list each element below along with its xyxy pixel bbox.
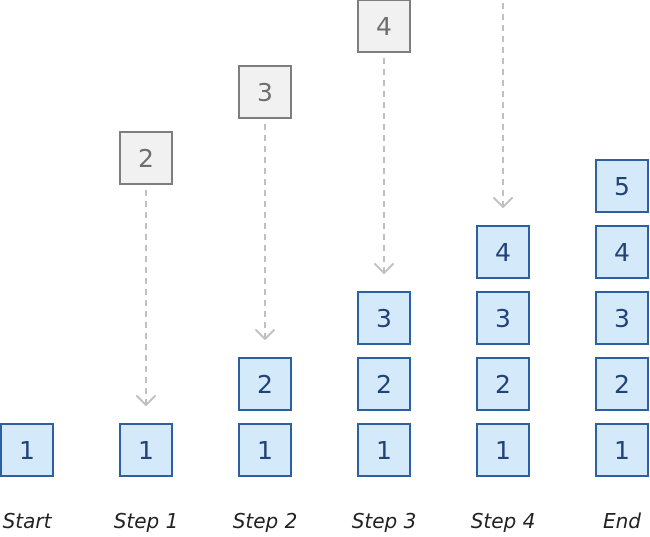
stack-item: 3 xyxy=(476,291,530,345)
stack-item-box xyxy=(119,423,173,477)
stack-item: 4 xyxy=(595,225,649,279)
step-label: Step 2 xyxy=(233,509,298,533)
stack-item-box xyxy=(238,423,292,477)
stack-item-box xyxy=(357,357,411,411)
stack-item-box xyxy=(595,357,649,411)
stack-item-box xyxy=(476,423,530,477)
stack-item-value: 4 xyxy=(614,238,630,267)
stack-item-box xyxy=(476,291,530,345)
stack-item: 1 xyxy=(595,423,649,477)
step-label: Step 3 xyxy=(352,509,417,533)
incoming-item-value: 3 xyxy=(257,78,273,107)
step-label: Step 1 xyxy=(114,509,179,533)
push-arrow xyxy=(374,58,394,274)
incoming-item-value: 2 xyxy=(138,144,154,173)
incoming-item-box xyxy=(119,131,173,185)
step-label: Step 4 xyxy=(471,509,536,533)
incoming-item: 4 xyxy=(357,0,411,53)
push-arrow-head xyxy=(374,263,394,274)
stack-item-value: 1 xyxy=(376,436,392,465)
incoming-item: 3 xyxy=(238,65,292,119)
stack-item-box xyxy=(595,225,649,279)
step-label: End xyxy=(603,509,641,533)
stack-item: 1 xyxy=(0,423,54,477)
stack-item-value: 1 xyxy=(257,436,273,465)
stack-item: 2 xyxy=(238,357,292,411)
stack-item: 2 xyxy=(595,357,649,411)
stack-item-box xyxy=(595,291,649,345)
stack-item-value: 3 xyxy=(495,304,511,333)
incoming-item-box xyxy=(357,0,411,53)
stack-item-value: 2 xyxy=(614,370,630,399)
incoming-item-value: 4 xyxy=(376,12,392,41)
stack-item: 4 xyxy=(476,225,530,279)
stack-item-value: 4 xyxy=(495,238,511,267)
step-column: 12345Step 4 xyxy=(471,0,536,533)
incoming-item-box xyxy=(238,65,292,119)
stack-item-value: 1 xyxy=(138,436,154,465)
push-arrow-head xyxy=(136,395,156,406)
stack-item-box xyxy=(595,423,649,477)
stack-item-value: 1 xyxy=(614,436,630,465)
stack-item-value: 1 xyxy=(495,436,511,465)
stack-item-box xyxy=(476,357,530,411)
stack-item: 3 xyxy=(357,291,411,345)
stack-item: 3 xyxy=(595,291,649,345)
stack-item: 2 xyxy=(357,357,411,411)
push-arrow xyxy=(255,124,275,340)
stack-item: 1 xyxy=(238,423,292,477)
stack-item-box xyxy=(357,291,411,345)
stack-item-box xyxy=(238,357,292,411)
push-arrow-head xyxy=(255,329,275,340)
stack-item-value: 3 xyxy=(614,304,630,333)
stack-item: 1 xyxy=(476,423,530,477)
stack-item-value: 2 xyxy=(495,370,511,399)
stack-item: 1 xyxy=(357,423,411,477)
stack-item-value: 2 xyxy=(257,370,273,399)
step-label: Start xyxy=(3,509,53,533)
stack-item-value: 2 xyxy=(376,370,392,399)
incoming-item: 2 xyxy=(119,131,173,185)
stack-item: 2 xyxy=(476,357,530,411)
stack-item-box xyxy=(357,423,411,477)
push-arrow xyxy=(136,190,156,406)
stack-item-value: 5 xyxy=(614,172,630,201)
stack-item: 5 xyxy=(595,159,649,213)
stack-item: 1 xyxy=(119,423,173,477)
stack-item-box xyxy=(0,423,54,477)
stack-item-box xyxy=(595,159,649,213)
push-arrow xyxy=(493,0,513,208)
stack-item-value: 1 xyxy=(19,436,35,465)
stack-item-value: 3 xyxy=(376,304,392,333)
push-arrow-head xyxy=(493,197,513,208)
stack-item-box xyxy=(476,225,530,279)
